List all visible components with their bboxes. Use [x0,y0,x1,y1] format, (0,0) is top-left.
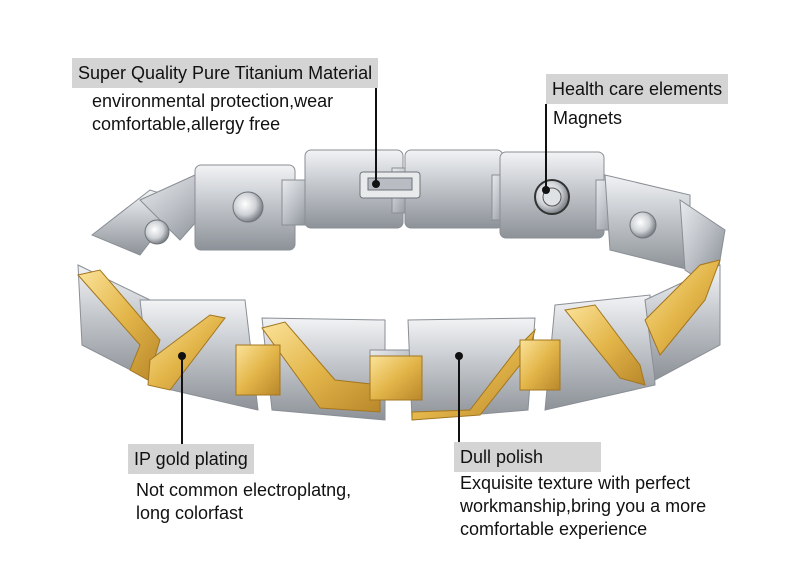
health-desc-line-1: Magnets [553,108,623,128]
dull-pointer-dot [455,352,463,360]
titanium-desc-line-1: environmental protection,wear [92,91,334,111]
health-pointer-line [545,104,547,190]
gold-desc-line-2: long colorfast [136,503,244,523]
dull-desc-line-3: comfortable experience [460,519,648,539]
health-pointer-dot [542,186,550,194]
titanium-pointer-dot [372,180,380,188]
titanium-desc-line-2: comfortable,allergy free [92,114,281,134]
titanium-callout-title: Super Quality Pure Titanium Material [72,58,379,88]
titanium-pointer-line [375,86,377,186]
dull-callout-title: Dull polish [454,442,601,472]
health-callout-desc: Magnets [553,107,622,130]
dull-desc-line-1: Exquisite texture with perfect [460,473,691,493]
gold-callout-title: IP gold plating [128,444,254,474]
titanium-callout-desc: environmental protection,wear comfortabl… [92,90,333,136]
dull-pointer-line [458,356,460,442]
gold-pointer-line [181,356,183,444]
back-links [91,149,726,291]
dull-desc-line-2: workmanship,bring you a more [460,496,707,516]
front-links [77,259,721,421]
gold-callout-desc: Not common electroplatng, long colorfast [136,479,351,525]
gold-desc-line-1: Not common electroplatng, [136,480,352,500]
gold-pointer-dot [178,352,186,360]
dull-callout-desc: Exquisite texture with perfect workmansh… [460,472,706,541]
health-callout-title: Health care elements [546,74,729,104]
